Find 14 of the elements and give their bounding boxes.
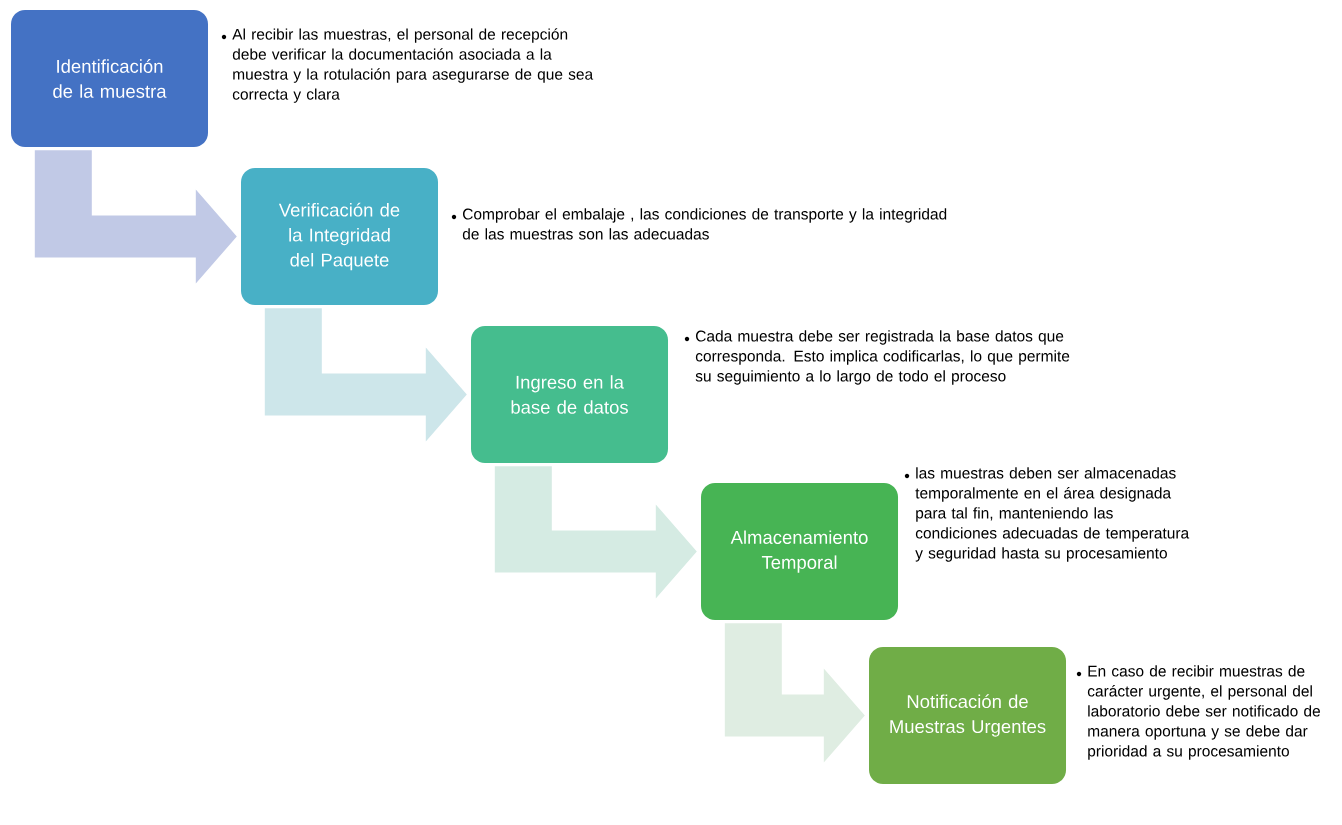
process-box: Identificación de la muestra [11, 10, 208, 147]
bent-arrow [724, 623, 865, 763]
bent-arrow [264, 308, 467, 442]
bent-arrow [494, 466, 697, 599]
bent-arrow [34, 150, 237, 284]
description-text: En caso de recibir muestras de carácter urgente, el personal del laboratorio debe ser notificado de manera oportuna y se debe dar prioridad a su procesamiento [1087, 665, 1320, 760]
description-text: Al recibir las muestras, el personal de recepción debe verificar la documentación asociada a la muestra y la rotulación para asegurarse de que sea correcta y clara [232, 28, 594, 103]
process-box: Ingreso en la base de datos [471, 326, 668, 463]
process-box: Almacenamiento Temporal [701, 483, 898, 620]
description-text: Comprobar el embalaje , las condiciones de transporte y la integridad de las muestras son las adecuadas [462, 208, 947, 240]
description-text: las muestras deben ser almacenadas temporalmente en el área designada para tal fin, manteniendo las condiciones adecuadas de temperatura y seguridad hasta su procesamiento [915, 467, 1190, 562]
process-box: Notificación de Muestras Urgentes [869, 647, 1066, 784]
process-box: Verificación de la Integridad del Paquete [241, 168, 438, 305]
description-text: Cada muestra debe ser registrada la base datos que corresponda. Esto implica codificarlas, lo que permite su seguimiento a lo largo de todo el proceso [695, 330, 1070, 385]
